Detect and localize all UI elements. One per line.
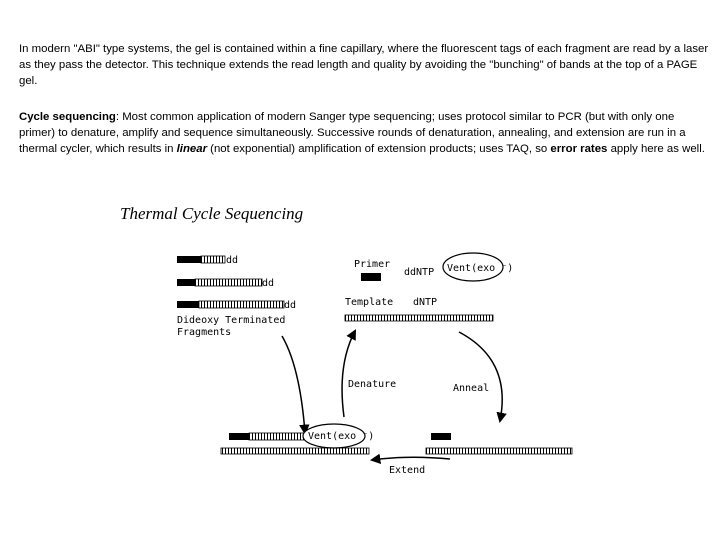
term-error-rates: error rates bbox=[550, 143, 608, 155]
vent-enzyme-bottom bbox=[302, 423, 366, 449]
template-strand-bottom-right bbox=[425, 447, 573, 455]
annealed-primer bbox=[431, 433, 451, 440]
extend-label: Extend bbox=[389, 465, 425, 475]
fragment-short bbox=[177, 255, 226, 264]
cycle-sequencing-text-c: apply here as well. bbox=[607, 143, 705, 155]
diagram-title: Thermal Cycle Sequencing bbox=[120, 204, 303, 223]
dd-label-3: dd bbox=[284, 300, 296, 311]
arrow-denature bbox=[341, 329, 356, 418]
term-linear: linear bbox=[176, 143, 208, 155]
vent-label-top: Vent(exo ⁻) bbox=[447, 263, 513, 274]
vent-label-bottom: Vent(exo ⁻) bbox=[308, 431, 374, 442]
extending-strand bbox=[229, 432, 308, 441]
fragment-long bbox=[177, 300, 285, 309]
dd-label-1: dd bbox=[226, 255, 238, 266]
dd-label-2: dd bbox=[262, 278, 274, 289]
paragraph-abi-systems: In modern "ABI" type systems, the gel is… bbox=[19, 43, 709, 87]
template-strand-bottom-left bbox=[220, 447, 370, 455]
arrow-to-fragments bbox=[281, 335, 310, 436]
thermal-cycle-diagram: Thermal Cycle Sequencing dd dd dd Dideox… bbox=[120, 204, 573, 475]
fragment-medium bbox=[177, 278, 263, 287]
paragraph-cycle-sequencing: Cycle sequencing: Most common applicatio… bbox=[19, 109, 709, 157]
primer-label: Primer bbox=[354, 259, 390, 270]
fragments-label-line1: Dideoxy Terminated bbox=[177, 315, 285, 326]
cycle-sequencing-text-b: (not exponential) amplification of exten… bbox=[207, 143, 551, 155]
anneal-label: Anneal bbox=[453, 383, 489, 394]
denature-label: Denature bbox=[348, 379, 396, 390]
arrow-extend bbox=[369, 453, 451, 465]
template-label: Template bbox=[345, 297, 393, 308]
template-strand bbox=[344, 314, 494, 322]
fragments-label-line2: Fragments bbox=[177, 327, 231, 338]
primer-strand bbox=[361, 273, 381, 281]
term-cycle-sequencing: Cycle sequencing bbox=[19, 111, 116, 123]
arrow-anneal bbox=[458, 331, 507, 424]
ddntp-label: ddNTP bbox=[404, 267, 434, 278]
dntp-label: dNTP bbox=[413, 297, 437, 308]
vent-enzyme-top bbox=[442, 252, 504, 282]
cycle-sequencing-text-a: : Most common application of modern Sang… bbox=[19, 111, 686, 155]
